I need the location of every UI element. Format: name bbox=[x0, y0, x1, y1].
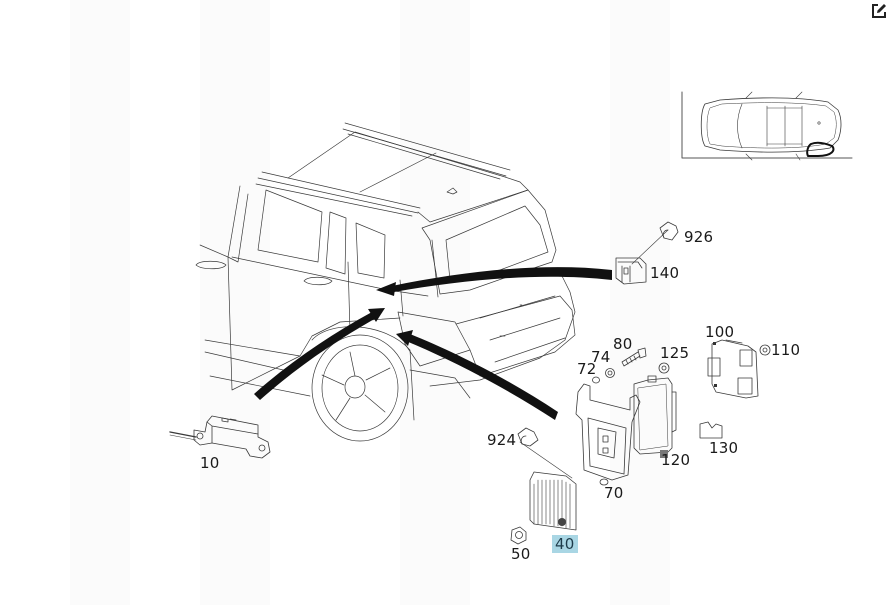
part-label-125[interactable]: 125 bbox=[660, 344, 690, 362]
part-label-72[interactable]: 72 bbox=[577, 360, 597, 378]
hardware-fasteners bbox=[592, 344, 771, 384]
part-label-130[interactable]: 130 bbox=[709, 439, 739, 457]
part-label-50[interactable]: 50 bbox=[511, 545, 531, 563]
arrow-140-to-vehicle bbox=[392, 267, 612, 292]
edit-button[interactable]: Edit bbox=[870, 2, 888, 20]
arrow-40-to-vehicle bbox=[406, 334, 558, 420]
part-80-bolt bbox=[621, 351, 641, 367]
part-130-drawing bbox=[699, 421, 723, 439]
part-120-drawing bbox=[633, 375, 677, 458]
pointer-arrows bbox=[254, 267, 612, 420]
part-label-120[interactable]: 120 bbox=[661, 451, 691, 469]
part-label-70[interactable]: 70 bbox=[604, 484, 624, 502]
part-label-10[interactable]: 10 bbox=[200, 454, 220, 472]
background-stripe bbox=[400, 0, 470, 605]
pencil-square-icon bbox=[872, 4, 886, 18]
part-110-nut bbox=[759, 344, 771, 356]
part-70-drawing bbox=[575, 383, 641, 486]
arrow-10-to-vehicle bbox=[254, 312, 376, 400]
part-125-nut bbox=[658, 362, 670, 374]
part-140-drawing bbox=[615, 221, 679, 285]
part-label-40-highlighted[interactable]: 40 bbox=[552, 535, 578, 553]
vehicle-locator-inset bbox=[681, 91, 853, 161]
background-stripe bbox=[610, 0, 670, 605]
part-label-924[interactable]: 924 bbox=[487, 431, 517, 449]
background-stripe bbox=[200, 0, 270, 605]
part-50-drawing bbox=[510, 526, 527, 545]
part-label-140[interactable]: 140 bbox=[650, 264, 680, 282]
part-label-80[interactable]: 80 bbox=[613, 335, 633, 353]
part-100-drawing bbox=[707, 339, 759, 399]
background-stripe bbox=[70, 0, 130, 605]
part-72-washer bbox=[592, 376, 600, 384]
part-label-100[interactable]: 100 bbox=[705, 323, 735, 341]
part-label-110[interactable]: 110 bbox=[771, 341, 801, 359]
part-label-74[interactable]: 74 bbox=[591, 348, 611, 366]
part-label-926[interactable]: 926 bbox=[684, 228, 714, 246]
part-40-drawing bbox=[517, 427, 577, 531]
part-10-drawing bbox=[169, 415, 271, 459]
part-74-nut bbox=[605, 368, 615, 378]
